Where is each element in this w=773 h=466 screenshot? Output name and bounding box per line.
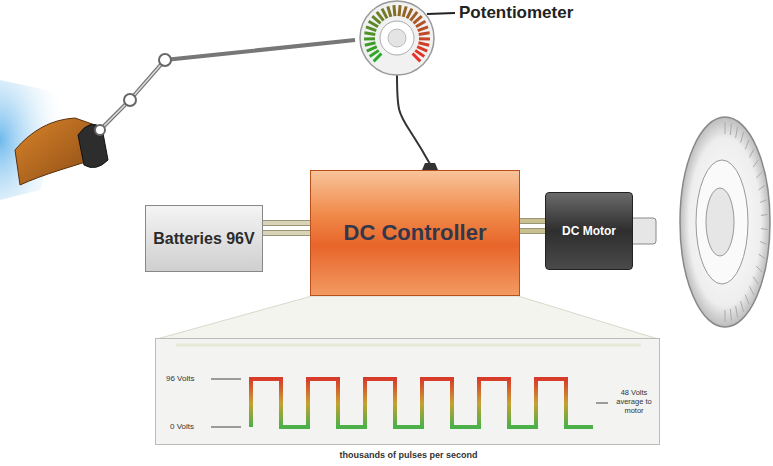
controller-box: DC Controller: [310, 170, 520, 296]
tread-line: [730, 123, 731, 135]
wire: [397, 75, 438, 170]
wire: [263, 223, 310, 233]
level-tick: [211, 379, 241, 380]
potentiometer: Potentiometer: [355, 0, 655, 78]
tread-line: [753, 277, 758, 284]
dial-tick: [403, 6, 406, 17]
dial-tick: [418, 27, 428, 31]
battery-box: Batteries 96V: [145, 205, 263, 272]
tread-line: [761, 228, 768, 230]
tread-line: [745, 295, 749, 305]
dial-hub: [388, 29, 406, 47]
dial-tick: [367, 47, 377, 51]
dial-tick: [382, 9, 387, 19]
dial-tick: [370, 50, 379, 56]
wire: [520, 221, 545, 231]
tread-line: [725, 122, 726, 134]
dial-tick: [394, 5, 395, 16]
dial-face: [360, 1, 434, 75]
dial-tick: [416, 21, 425, 27]
tread-line: [760, 200, 767, 203]
tread-line: [736, 306, 738, 317]
node-label: 96 Volts: [166, 374, 194, 383]
node-label: Batteries 96V: [147, 229, 260, 249]
foot-pedal: [0, 40, 355, 200]
node-label: 48 Volts average to motor: [611, 388, 657, 415]
dial-tick: [364, 37, 375, 40]
dial-tick: [388, 6, 391, 17]
tread-line: [759, 186, 765, 190]
tread-line: [749, 149, 754, 158]
motor-box: DC Motor: [545, 192, 633, 270]
level-tick: [596, 403, 608, 404]
tread-line: [756, 172, 762, 178]
panel-band: [176, 344, 641, 347]
dial-knob: [380, 21, 414, 55]
tread-line: [730, 309, 731, 321]
dial-tick: [418, 43, 429, 45]
tread-line: [760, 242, 767, 245]
waveform-panel: 96 Volts 0 Volts 48 Volts average to motor…: [155, 338, 660, 445]
dial-tick: [364, 33, 375, 35]
dial-tick: [365, 43, 376, 45]
motor-shaft: [630, 218, 656, 244]
leader-line: [427, 13, 455, 14]
pwm-waveform: [156, 339, 661, 446]
tread-line: [745, 140, 749, 150]
tread-line: [741, 132, 744, 143]
node-label: Potentiometer: [459, 3, 573, 23]
level-tick: [211, 427, 241, 428]
tread-line: [749, 287, 754, 296]
tread-line: [725, 310, 726, 322]
tread-line: [741, 301, 744, 312]
dial-tick: [399, 5, 400, 16]
node-label: DC Motor: [558, 224, 620, 238]
tread-line: [759, 254, 765, 258]
dial-tick: [366, 27, 376, 31]
dial-tick: [417, 47, 427, 51]
node-label: 0 Volts: [170, 422, 194, 431]
tread-line: [753, 160, 758, 167]
tread-line: [756, 266, 762, 272]
tread-line: [736, 127, 738, 138]
node-label: DC Controller: [334, 220, 497, 246]
dial-tick: [413, 54, 421, 62]
dial-tick: [419, 33, 430, 35]
wheel: [680, 117, 770, 327]
dial-tick: [419, 37, 430, 40]
zoom-callout: [157, 296, 658, 339]
tread-line: [761, 214, 768, 216]
dial-tick: [407, 9, 412, 19]
pulse-train: [251, 379, 593, 427]
dial-tick: [377, 12, 384, 21]
node-label: thousands of pulses per second: [156, 450, 661, 460]
